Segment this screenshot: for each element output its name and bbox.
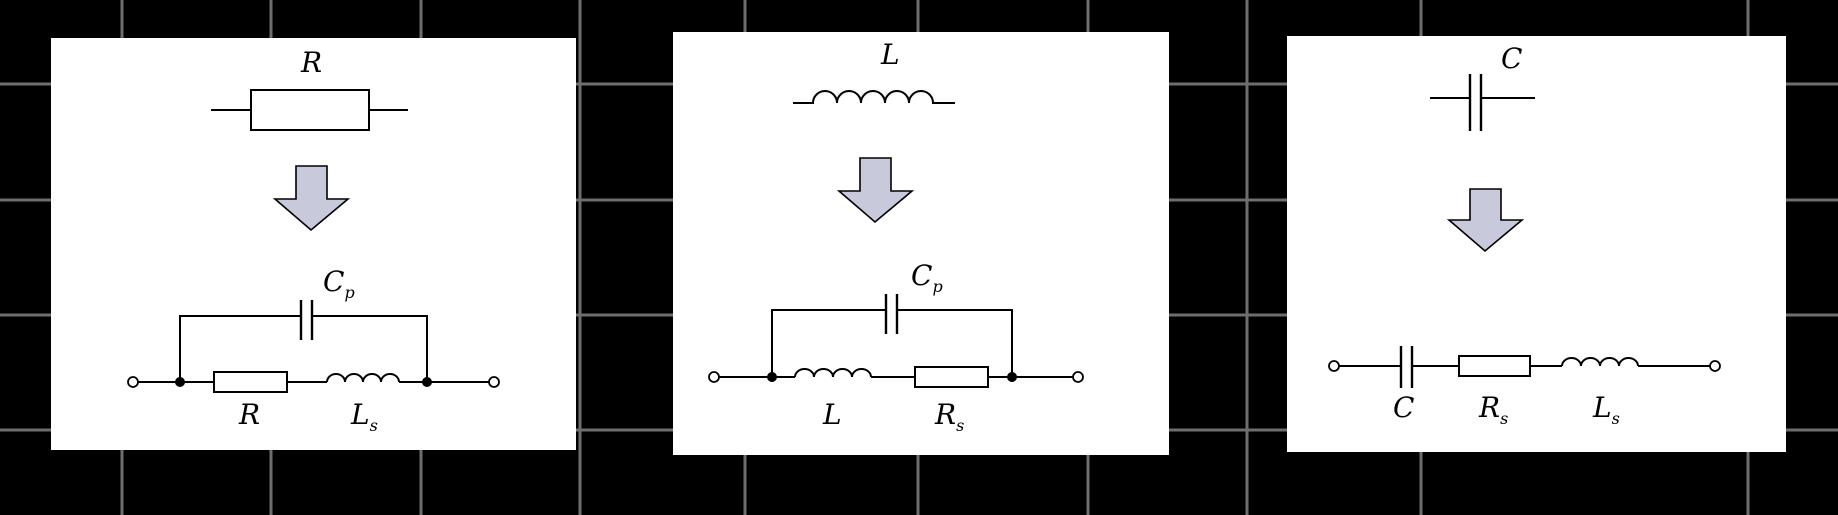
resistor-symbol bbox=[211, 89, 408, 131]
inductor-symbol bbox=[793, 90, 955, 104]
capacitor-label: C bbox=[1501, 42, 1522, 75]
down-arrow-icon bbox=[272, 165, 351, 232]
capacitor-model-panel: C C Rs Ls bbox=[1287, 36, 1786, 452]
resistor-r bbox=[213, 371, 288, 393]
series-resistor-label: R bbox=[238, 398, 260, 431]
series-inductor-label: Ls bbox=[1592, 391, 1620, 428]
inductor-label: L bbox=[880, 38, 900, 71]
terminal-right bbox=[488, 376, 500, 388]
series-resistor-label: Rs bbox=[934, 398, 964, 435]
inductor-l bbox=[794, 368, 872, 378]
terminal-left bbox=[127, 376, 139, 388]
terminal-left bbox=[1328, 360, 1340, 372]
inductor-ls bbox=[326, 373, 400, 383]
series-inductor-label: Ls bbox=[350, 398, 378, 435]
parallel-capacitor-label: Cp bbox=[323, 265, 355, 302]
parallel-capacitor-label: Cp bbox=[911, 259, 943, 296]
down-arrow-icon bbox=[1446, 188, 1525, 253]
equivalent-circuit bbox=[127, 300, 500, 393]
resistor-rs bbox=[1458, 355, 1531, 377]
inductor-ls bbox=[1561, 357, 1639, 367]
resistor-label: R bbox=[300, 46, 322, 79]
terminal-right bbox=[1072, 371, 1084, 383]
series-capacitor-label: C bbox=[1393, 391, 1414, 424]
resistor-model-panel: R Cp R Ls bbox=[51, 38, 576, 450]
terminal-left bbox=[708, 371, 720, 383]
series-resistor-label: Rs bbox=[1478, 391, 1508, 428]
down-arrow-icon bbox=[836, 157, 915, 224]
capacitor-symbol bbox=[1430, 74, 1535, 131]
series-inductor-label: L bbox=[822, 398, 842, 431]
equivalent-circuit bbox=[708, 294, 1084, 388]
resistor-rs bbox=[914, 366, 989, 388]
equivalent-circuit bbox=[1328, 346, 1721, 388]
inductor-model-panel: L Cp L Rs bbox=[673, 32, 1169, 455]
terminal-right bbox=[1709, 360, 1721, 372]
